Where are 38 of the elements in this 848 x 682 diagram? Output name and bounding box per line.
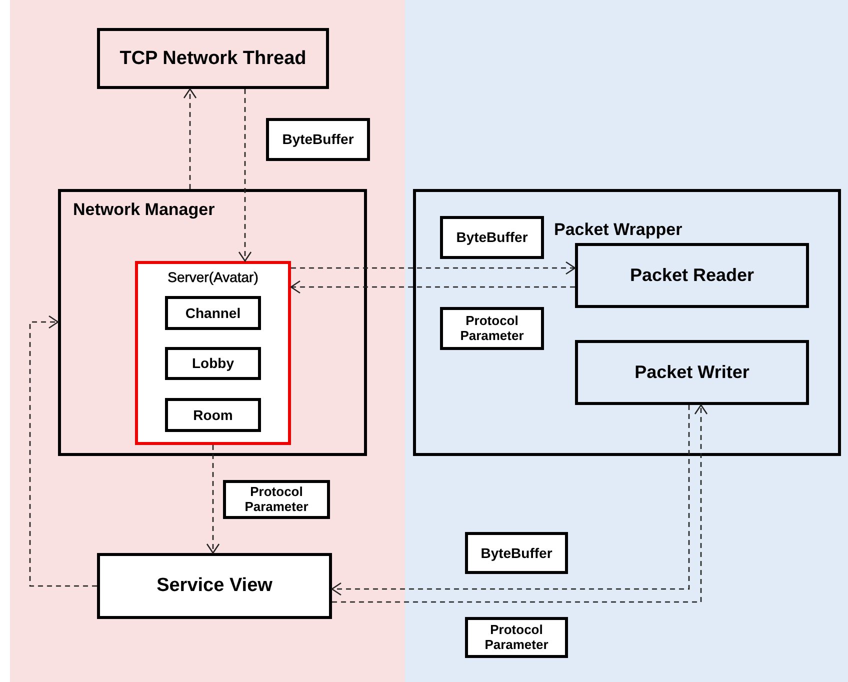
box-label: Protocol Parameter xyxy=(244,484,310,514)
data-box xyxy=(465,617,568,658)
process-box xyxy=(165,398,261,432)
process-box xyxy=(97,553,332,619)
arrow xyxy=(290,280,575,294)
process-box xyxy=(97,28,329,89)
data-box xyxy=(266,118,370,161)
arrow xyxy=(206,445,220,554)
container-box xyxy=(413,189,841,456)
box-label: Channel xyxy=(185,304,241,322)
data-box xyxy=(440,307,544,350)
highlight-box xyxy=(135,261,291,445)
box-label: TCP Network Thread xyxy=(120,48,306,70)
box-label: Room xyxy=(193,406,233,424)
arrow xyxy=(29,315,97,587)
arrow xyxy=(183,88,197,189)
process-box xyxy=(165,347,261,380)
process-box xyxy=(575,340,809,405)
process-box xyxy=(575,243,809,308)
arrow xyxy=(238,89,252,262)
box-label: Packet Reader xyxy=(630,265,754,286)
box-label: Packet Writer xyxy=(634,362,750,383)
heading-label: Server(Avatar) xyxy=(166,269,260,286)
box-label: Protocol Parameter xyxy=(459,314,525,344)
data-box xyxy=(440,216,544,259)
box-label: Service View xyxy=(156,575,272,597)
data-box xyxy=(465,532,568,574)
container-box xyxy=(58,189,367,456)
box-label: Protocol Parameter xyxy=(484,622,550,652)
data-box xyxy=(223,480,330,519)
box-label: ByteBuffer xyxy=(282,131,354,148)
box-label: ByteBuffer xyxy=(456,229,528,246)
arrow xyxy=(291,261,576,275)
process-box xyxy=(165,296,261,330)
heading-label: Network Manager xyxy=(73,200,215,220)
box-label: Lobby xyxy=(192,355,234,372)
box-label: ByteBuffer xyxy=(480,544,552,562)
heading-label: Packet Wrapper xyxy=(554,220,682,240)
